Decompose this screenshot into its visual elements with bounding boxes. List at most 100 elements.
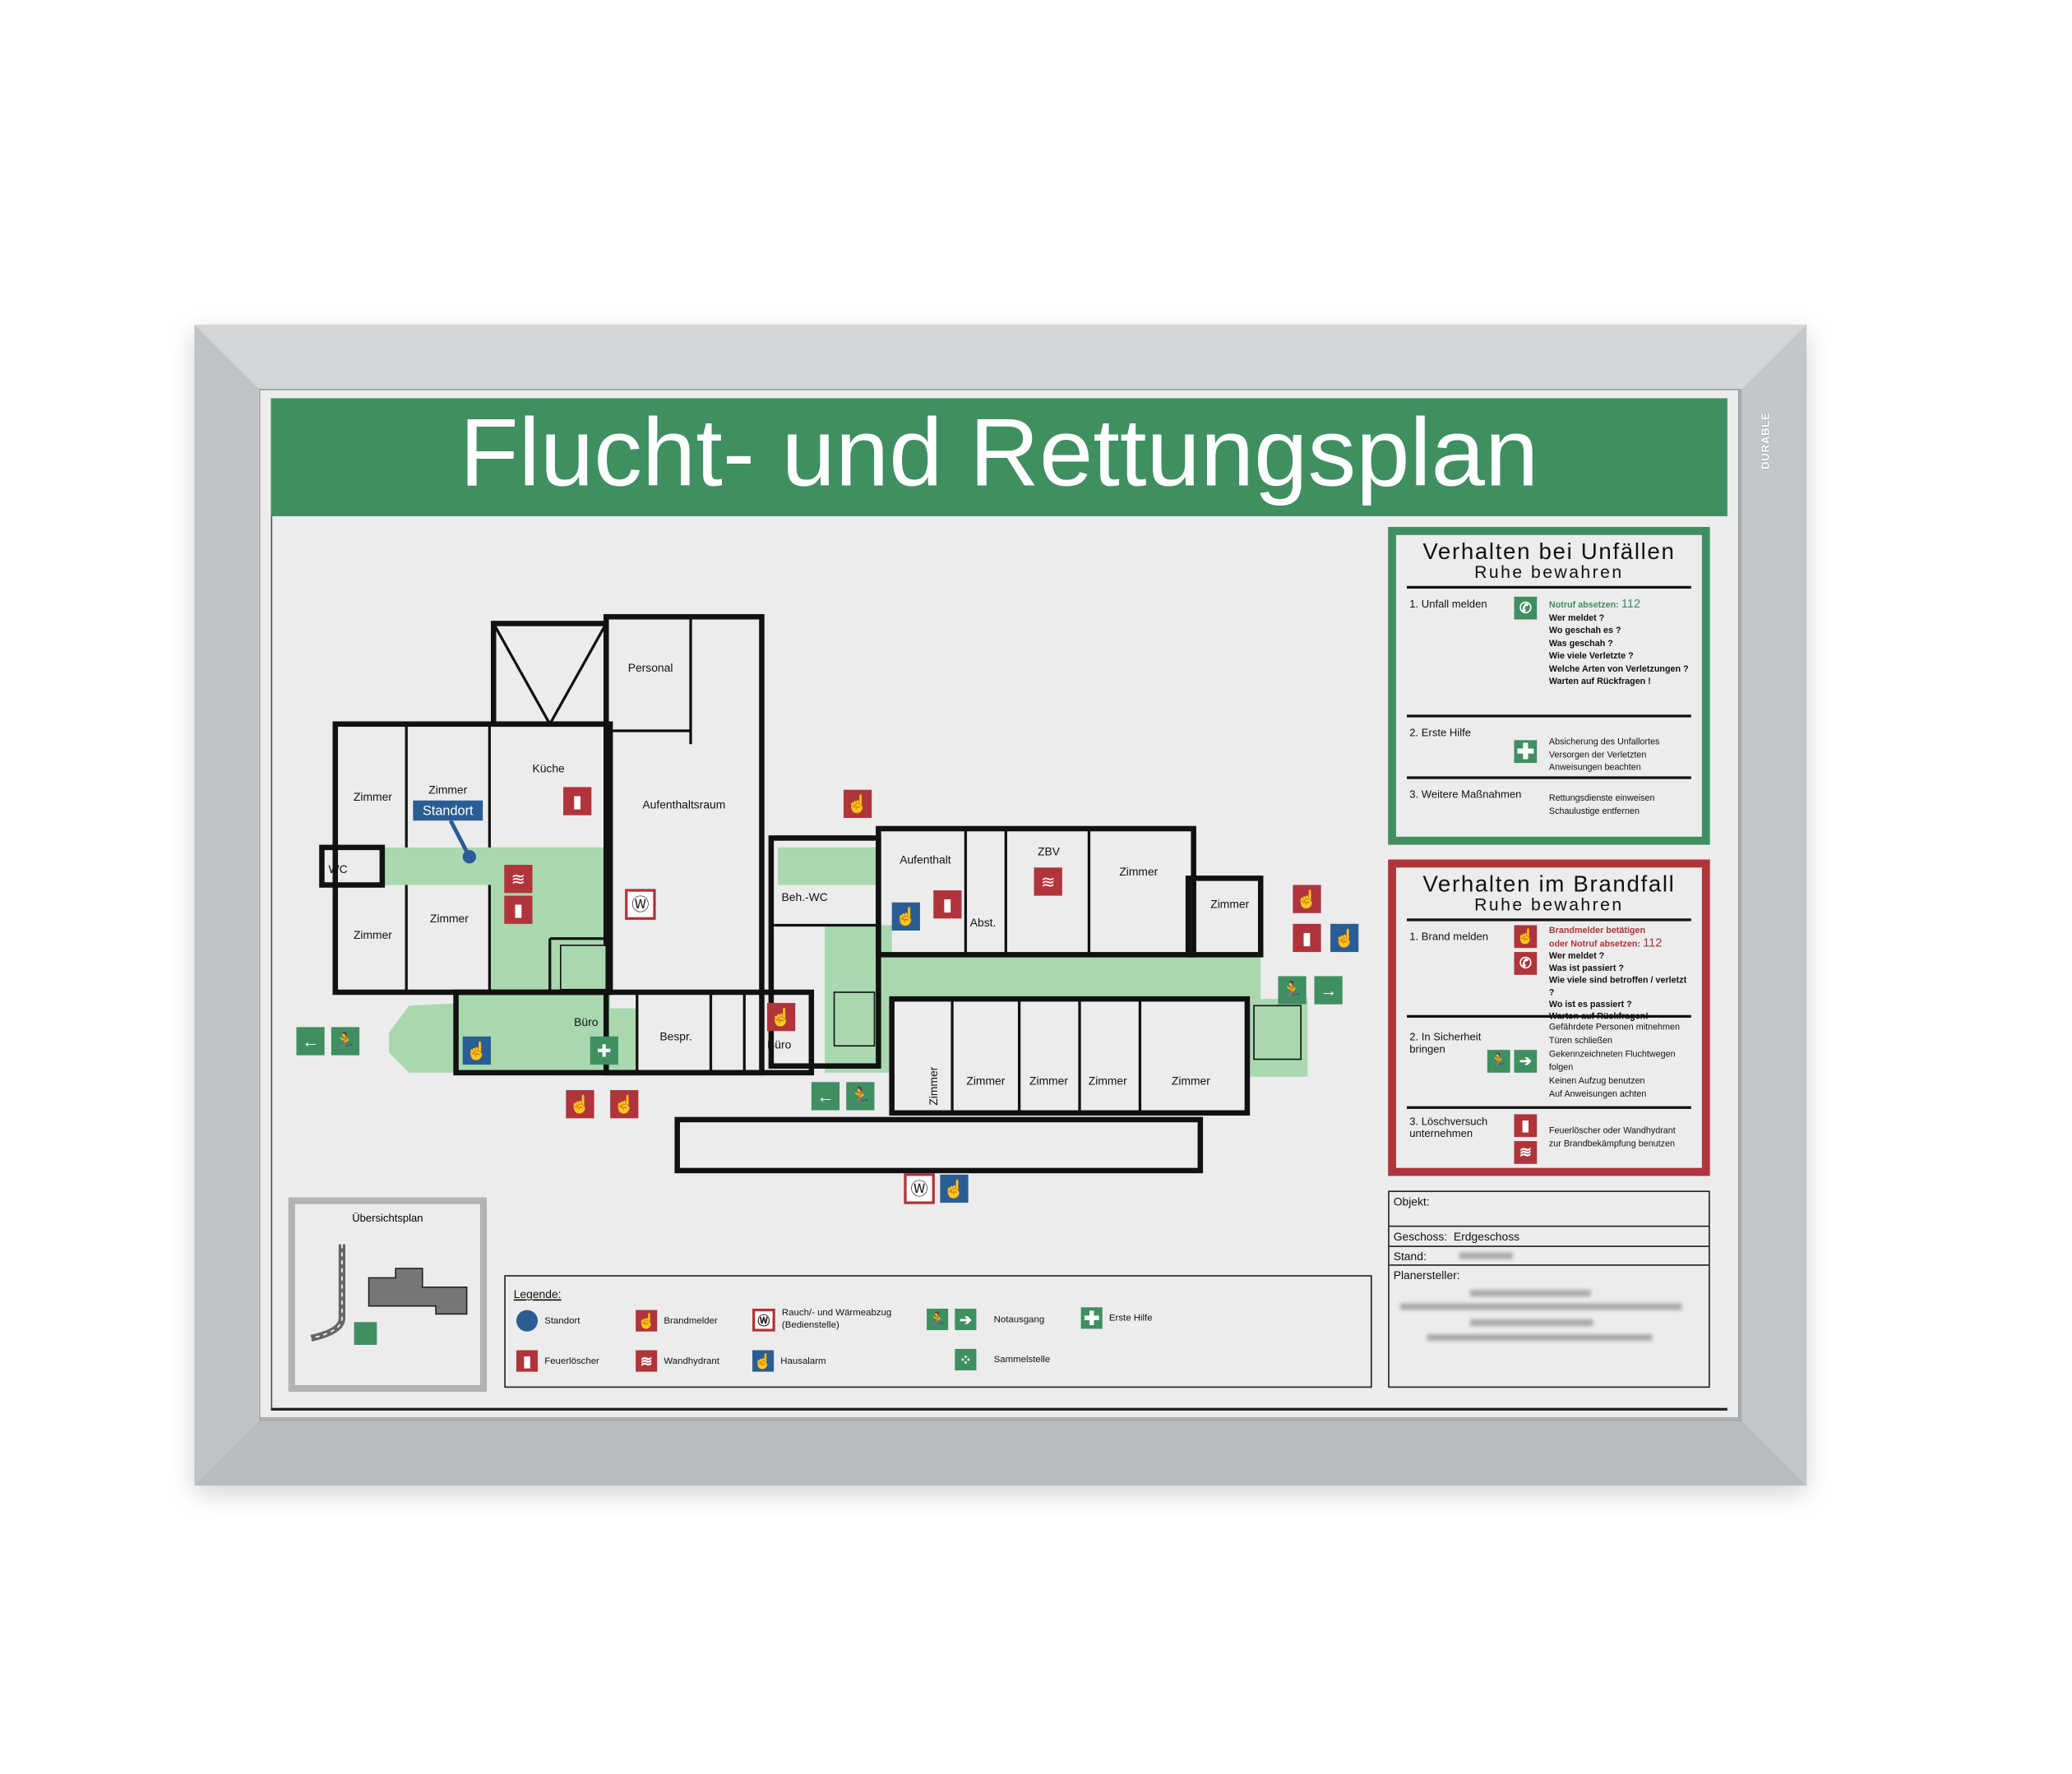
legend-label: Standort (544, 1315, 580, 1326)
fire-alarm-icon: ☝ (636, 1310, 658, 1332)
svg-text:←: ← (302, 1033, 319, 1051)
section-label: 3. Löschversuch unternehmen (1409, 1116, 1488, 1140)
legend-item: Standort (516, 1310, 580, 1332)
wall-hydrant-icon: ≋ (504, 865, 533, 894)
arrow-left-icon: ← (296, 1027, 325, 1056)
emergency-number: 112 (1621, 596, 1641, 611)
svg-text:✚: ✚ (597, 1042, 612, 1060)
arrow-right-icon: → (1314, 976, 1343, 1005)
house-alarm-icon: ☝ (752, 1350, 775, 1372)
objekt-label: Objekt: (1393, 1194, 1430, 1208)
standort-marker: Standort (413, 800, 483, 864)
border-line (271, 515, 273, 1410)
section-label: 3. Weitere Maßnahmen (1409, 788, 1522, 801)
stairs (559, 945, 1302, 1060)
house-alarm-icon: ☝ (940, 1174, 969, 1203)
room-label: ZBV (1038, 845, 1061, 858)
room-label: WC (328, 862, 347, 875)
interior-walls (405, 617, 1142, 1113)
overview-map (310, 1244, 468, 1345)
svg-text:▮: ▮ (943, 896, 953, 915)
svg-text:🏃: 🏃 (335, 1031, 356, 1051)
redacted-text (1427, 1333, 1653, 1342)
fire-alarm-icon: ☝ (610, 1090, 639, 1119)
walls (319, 614, 1264, 1174)
plan-info-box: Objekt: Geschoss: Erdgeschoss Stand: Pla… (1388, 1190, 1710, 1389)
svg-text:☝: ☝ (569, 1094, 590, 1116)
room-label: Zimmer (966, 1074, 1005, 1088)
panel-subheading: Ruhe bewahren (1474, 561, 1624, 582)
text-line: Was ist passiert ? (1548, 963, 1624, 974)
svg-text:☝: ☝ (847, 793, 868, 815)
overview-label: Übersichtsplan (352, 1212, 423, 1225)
text-line: Anweisungen beachten (1548, 763, 1641, 773)
geschoss-row: Geschoss: Erdgeschoss (1389, 1227, 1709, 1247)
text-line: Wer meldet ? (1548, 613, 1605, 623)
section-label: 2. In Sicherheit bringen (1409, 1031, 1482, 1056)
redacted-text (1469, 1319, 1593, 1327)
svg-text:☝: ☝ (613, 1094, 635, 1116)
panel-subheading: Ruhe bewahren (1474, 894, 1624, 915)
text-line: Auf Anweisungen achten (1548, 1090, 1647, 1100)
text-line: Rettungsdienste einweisen (1548, 793, 1655, 804)
legend-label: Hausalarm (780, 1356, 826, 1366)
svg-text:☝: ☝ (1296, 889, 1317, 910)
room-label: Büro (574, 1015, 599, 1028)
text-line: Schaulustige entfernen (1548, 806, 1640, 816)
fire-alarm-icon: ☝ (766, 1003, 796, 1032)
room-label: Zimmer (927, 1066, 940, 1105)
redacted-date (1459, 1252, 1513, 1259)
assembly-point-icon: ⁘ (955, 1348, 977, 1370)
text-line: Wie viele Verletzte ? (1548, 651, 1634, 662)
legend-item: ⁘Sammelstelle (955, 1348, 1050, 1370)
objekt-row: Objekt: (1389, 1192, 1709, 1227)
svg-text:🏃: 🏃 (849, 1086, 871, 1106)
stand-row: Stand: (1389, 1247, 1709, 1266)
arrow-right-icon: ➔ (1514, 1050, 1538, 1073)
fire-alarm-icon: ☝ (1293, 885, 1321, 913)
svg-text:Ⓦ: Ⓦ (911, 1179, 928, 1199)
svg-text:▮: ▮ (572, 792, 582, 811)
text-line: zur Brandbekämpfung benutzen (1548, 1139, 1675, 1149)
emergency-exit-icon: 🏃 (1278, 976, 1307, 1005)
notruf-label: oder Notruf absetzen: (1548, 940, 1641, 949)
section-label: 1. Brand melden (1409, 930, 1489, 943)
text-line: Was geschah ? (1548, 639, 1613, 649)
section-first-aid: 2. Erste Hilfe ✚ Absicherung des Unfallo… (1407, 714, 1691, 776)
text-line: Wo ist es passiert ? (1548, 1000, 1632, 1010)
svg-text:☝: ☝ (466, 1040, 488, 1061)
text-line: Keinen Aufzug benutzen (1548, 1076, 1645, 1087)
emergency-number: 112 (1643, 936, 1663, 949)
emergency-exit-icon: 🏃 (927, 1308, 949, 1331)
location-dot-icon (462, 850, 477, 864)
fire-alarm-instruction: Brandmelder betätigen (1548, 926, 1646, 936)
location-dot-icon (516, 1310, 539, 1332)
poster-title: Flucht- und Rettungsplan (271, 398, 1727, 516)
wall-hydrant-icon: ≋ (636, 1350, 658, 1372)
first-aid-icon: ✚ (1080, 1307, 1103, 1329)
room-label: Büro (767, 1038, 792, 1051)
svg-text:▮: ▮ (1302, 929, 1312, 948)
svg-text:Ⓦ: Ⓦ (631, 895, 649, 915)
section-safety: 2. In Sicherheit bringen 🏃➔ Gefährdete P… (1407, 1014, 1691, 1106)
fire-extinguisher-icon: ▮ (1293, 923, 1321, 953)
planersteller-row: Planersteller: (1390, 1266, 1709, 1389)
room-label: Personal (628, 661, 673, 674)
text-line: Wer meldet ? (1548, 952, 1605, 962)
section-label: 1. Unfall melden (1409, 598, 1487, 611)
fire-extinguisher-icon: ▮ (516, 1350, 539, 1372)
fire-extinguisher-icon: ▮ (1514, 1114, 1538, 1138)
smoke-vent-icon: Ⓦ (904, 1173, 935, 1204)
legend-label: Brandmelder (664, 1315, 718, 1326)
room-label: Zimmer (1210, 897, 1249, 910)
text-line: Versorgen der Verletzten (1548, 750, 1647, 760)
legend-label: Rauch/- und Wärmeabzug (Bedienstelle) (781, 1308, 892, 1331)
wall-hydrant-icon: ≋ (1514, 1141, 1538, 1164)
emergency-exit-icon: 🏃 (846, 1082, 875, 1111)
emergency-exit-icon: 🏃 (331, 1027, 360, 1056)
room-label: Beh.-WC (782, 890, 828, 903)
aluminium-snap-frame (194, 324, 1807, 1486)
geschoss-label: Geschoss: (1393, 1229, 1448, 1244)
